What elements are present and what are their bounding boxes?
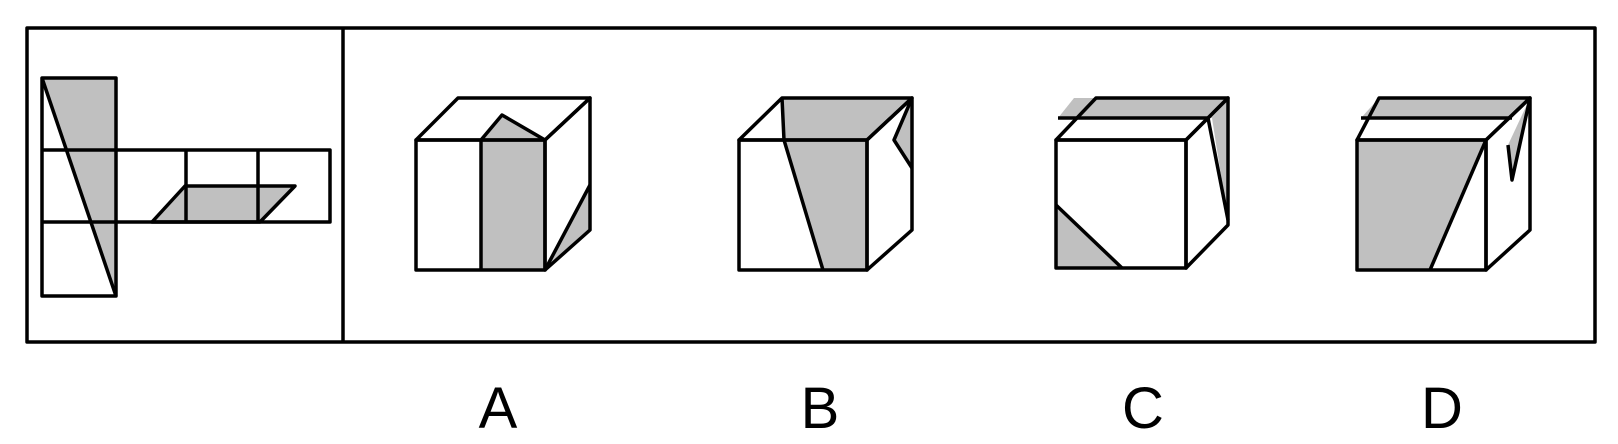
- cube-side-face: [1184, 96, 1230, 270]
- cube-line: [1506, 97, 1532, 182]
- cube-c-top-band: [1058, 98, 1228, 118]
- cube-b-side-shade: [894, 98, 912, 168]
- cube-line: [479, 113, 546, 142]
- option-c-cube[interactable]: [1054, 96, 1230, 270]
- option-c-label[interactable]: C: [1122, 376, 1164, 441]
- cube-a-shaded-band: [481, 140, 545, 270]
- cube-d-front-shade: [1357, 140, 1486, 270]
- cube-side-face: [1484, 96, 1532, 272]
- cube-net: [40, 76, 332, 298]
- net-parallelogram-outline: [150, 184, 297, 224]
- net-diagonal: [40, 77, 118, 297]
- option-b-label[interactable]: B: [800, 376, 840, 441]
- cube-d-top-band: [1361, 98, 1530, 118]
- cube-side-face: [543, 96, 592, 272]
- option-d-label[interactable]: D: [1421, 376, 1463, 441]
- option-a-cube[interactable]: [414, 96, 592, 272]
- cube-line: [1054, 203, 1124, 270]
- cube-line: [543, 184, 592, 271]
- cube-line: [1206, 117, 1230, 221]
- cube-side-face: [865, 96, 914, 272]
- option-a-label[interactable]: A: [478, 376, 518, 441]
- option-d-cube[interactable]: [1355, 96, 1532, 272]
- cube-c-side-shade: [1212, 98, 1228, 220]
- cube-line: [1428, 139, 1488, 271]
- cube-line: [892, 97, 914, 169]
- cube-line: [780, 97, 825, 271]
- option-b-cube[interactable]: [737, 96, 914, 272]
- net-column: [40, 76, 118, 298]
